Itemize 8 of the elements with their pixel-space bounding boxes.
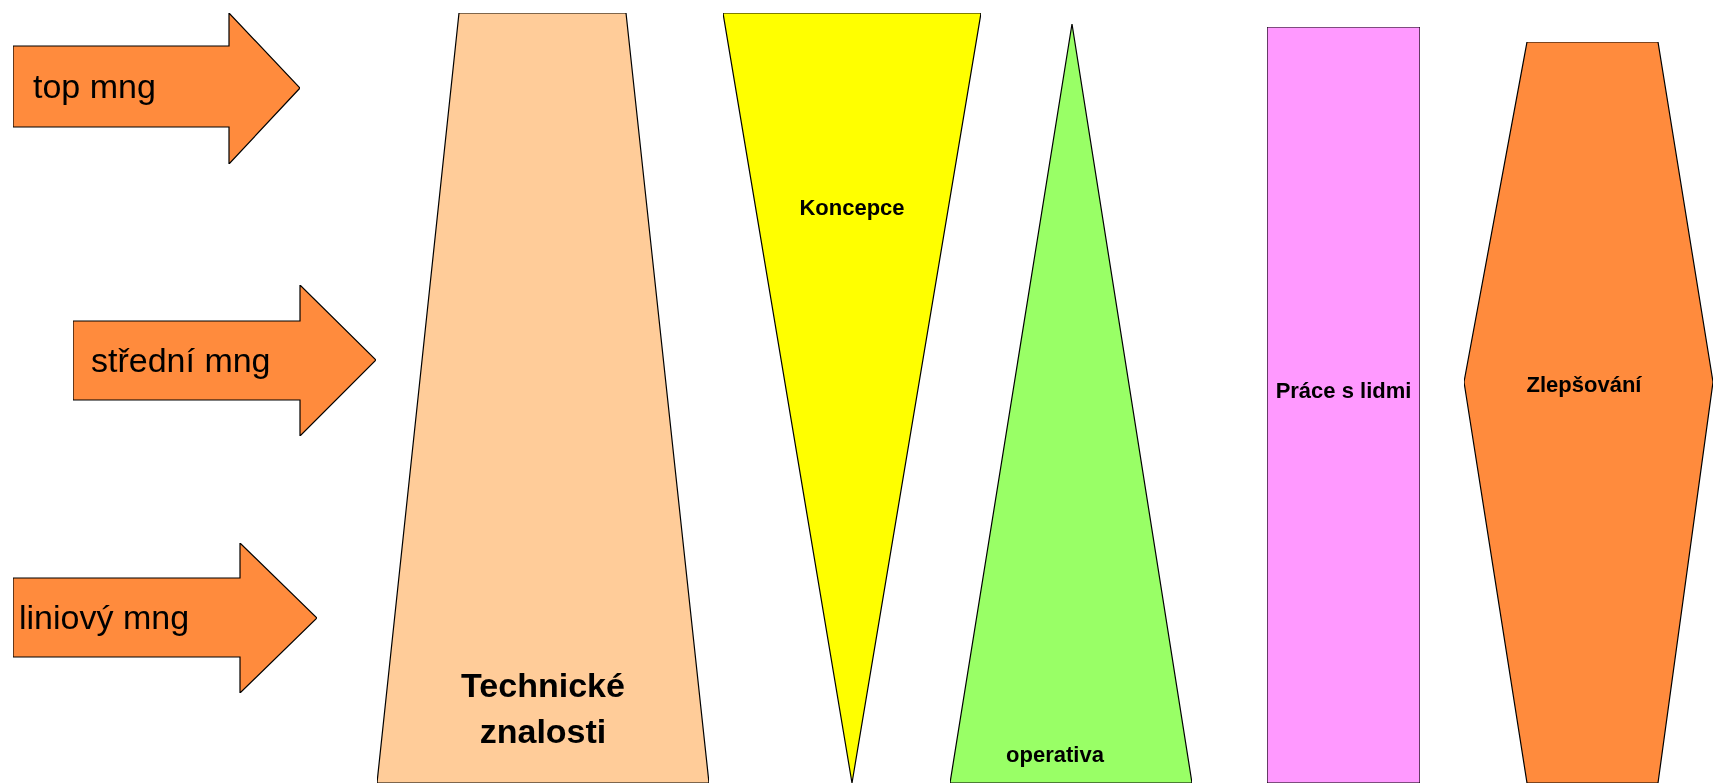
arrow-label: střední mng: [91, 340, 271, 381]
shape-label: Koncepce: [799, 193, 905, 222]
arrow-label: top mng: [33, 66, 156, 107]
shape-label: Zlepšování: [1526, 370, 1642, 399]
shape-label: operativa: [1006, 740, 1104, 769]
arrow-label: liniový mng: [19, 597, 190, 638]
shape-label: Technické znalosti: [460, 665, 626, 752]
shape-label: Práce s lidmi: [1275, 377, 1412, 405]
